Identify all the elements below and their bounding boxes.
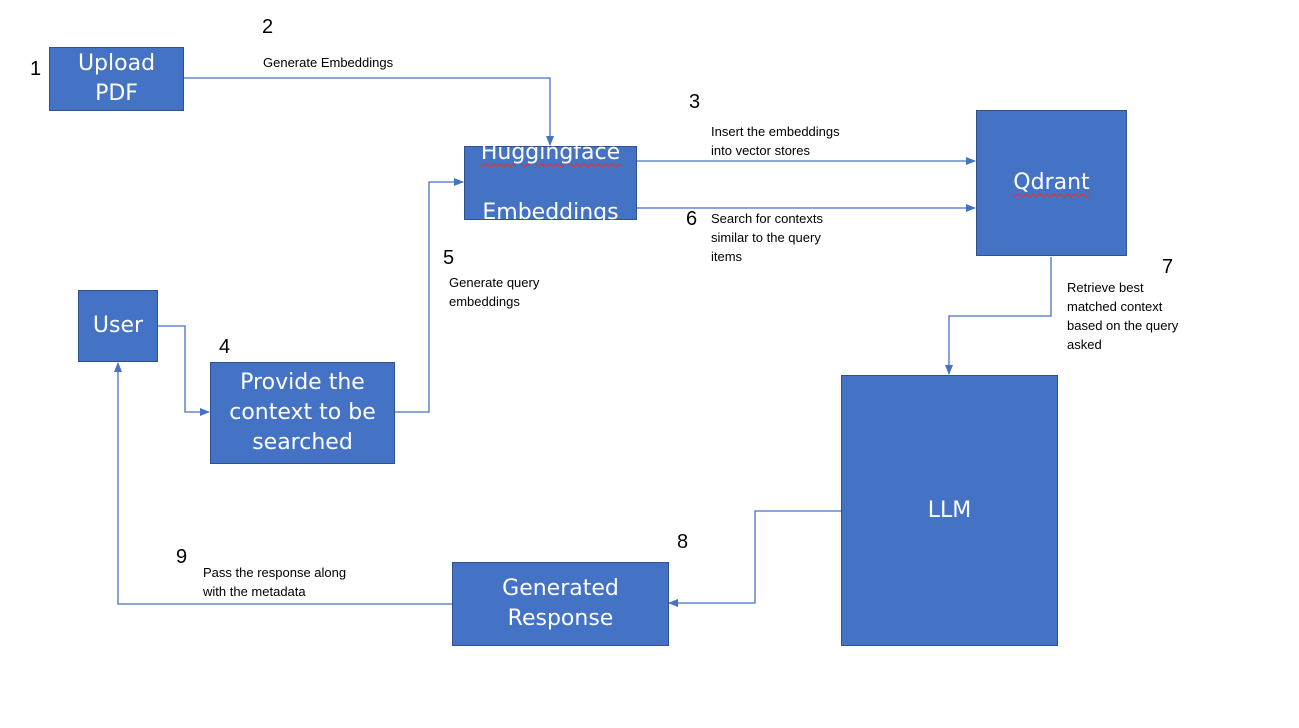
llm-node: LLM <box>841 375 1058 646</box>
provide-context-node: Provide the context to be searched <box>210 362 395 464</box>
provide-context-label: Provide the context to be searched <box>229 370 376 455</box>
upload-pdf-node: Upload PDF <box>49 47 184 111</box>
step-label-7: Retrieve best matched context based on t… <box>1067 280 1179 352</box>
user-label: User <box>92 313 144 338</box>
generated-response-label: Generated Response <box>502 576 619 631</box>
step-number-1: 1 <box>30 58 42 80</box>
step-label-2: Generate Embeddings <box>263 55 394 70</box>
huggingface-embeddings-label: Huggingface Embeddings <box>481 108 620 258</box>
arrow-generated-response-to-user <box>114 362 452 605</box>
huggingface-embeddings-node: Huggingface Embeddings <box>464 140 637 225</box>
generated-response-node: Generated Response <box>452 562 669 646</box>
embeddings-word: Embeddings <box>482 200 619 225</box>
step-label-9: Pass the response along with the metadat… <box>203 565 347 599</box>
arrow-user-to-provide-context <box>158 325 210 416</box>
step-number-7: 7 <box>1162 256 1174 278</box>
step-number-9: 9 <box>176 546 188 568</box>
step-number-5: 5 <box>443 247 455 269</box>
step-label-3: Insert the embeddings into vector stores <box>711 124 840 158</box>
qdrant-label: Qdrant <box>1013 170 1090 195</box>
step-number-6: 6 <box>686 208 698 230</box>
step-label-5: Generate query embeddings <box>449 275 540 309</box>
huggingface-word: Huggingface <box>480 140 621 165</box>
arrow-llm-to-generated-response <box>668 510 841 607</box>
arrow-upload-to-huggingface <box>184 77 554 146</box>
upload-pdf-label: Upload PDF <box>77 51 156 106</box>
step-number-3: 3 <box>689 91 701 113</box>
step-label-6: Search for contexts similar to the query… <box>711 211 823 264</box>
step-number-2: 2 <box>262 16 274 38</box>
step-number-8: 8 <box>677 531 689 553</box>
qdrant-node: Qdrant <box>976 110 1127 256</box>
arrow-provide-context-to-huggingface <box>395 178 464 413</box>
step-number-4: 4 <box>219 336 231 358</box>
arrow-qdrant-to-llm <box>945 257 1052 375</box>
llm-label: LLM <box>927 497 972 523</box>
user-node: User <box>78 290 158 362</box>
